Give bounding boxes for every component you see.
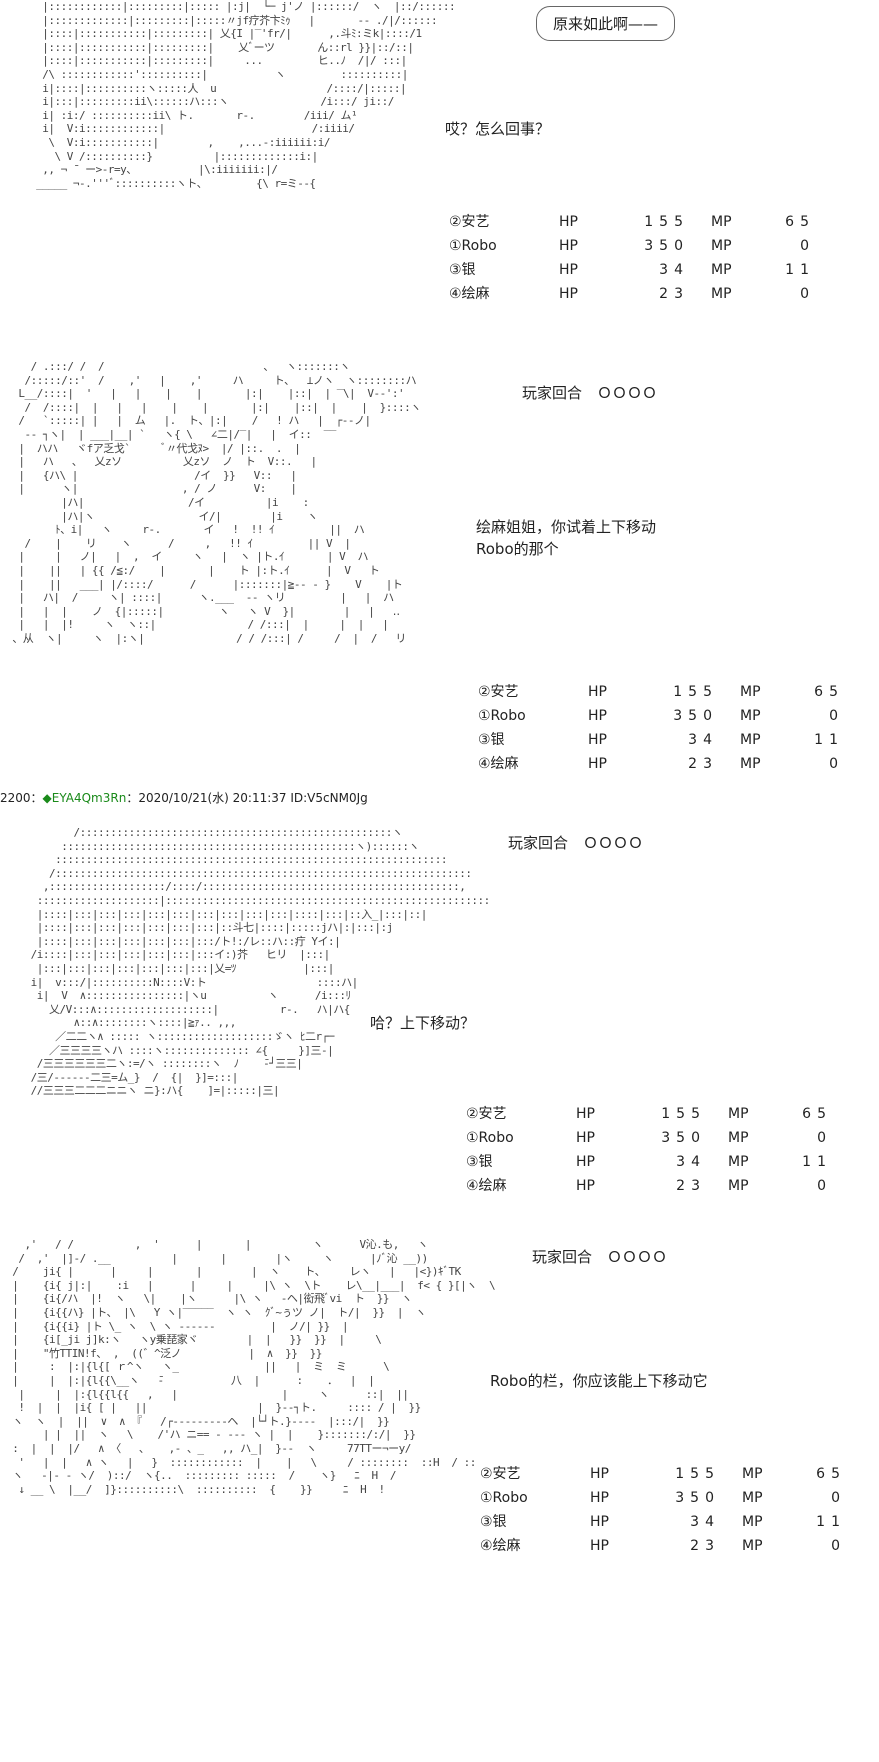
panel-3: /:::::::::::::::::::::::::::::::::::::::… — [0, 826, 879, 1196]
speech-bubble: 原来如此啊—— — [536, 6, 676, 41]
panel-4: ,' / / , ' | | ヽ V沁.も, ヽ / ,' |]-/ .__ |… — [0, 1238, 879, 1762]
dialogue-4: Robo的栏，你应该能上下移动它 — [490, 1372, 708, 1390]
post-number: 2200： — [0, 791, 43, 805]
dialogue-2: 绘麻姐姐，你试着上下移动 Robo的那个 — [476, 518, 657, 558]
turn-indicator-4: 玩家回合 ＯＯＯＯ — [532, 1248, 668, 1266]
turn-indicator-3: 玩家回合 ＯＯＯＯ — [508, 834, 644, 852]
turn-indicator-2: 玩家回合 ＯＯＯＯ — [522, 384, 658, 402]
post-header: 2200：◆EYA4Qm3Rn：2020/10/21(水) 20:11:37 I… — [0, 789, 368, 806]
ascii-art-2: / .:::/ / / 、 ヽ:::::::ヽ /:::::/::' / ,' … — [12, 360, 421, 645]
ascii-art-1: |::::::::::::|:::::::::|::::: |:j| └─ j'… — [36, 0, 456, 190]
panel-2: / .:::/ / / 、 ヽ:::::::ヽ /:::::/::' / ,' … — [0, 360, 879, 780]
panel-1: |::::::::::::|:::::::::|::::: |:j| └─ j'… — [0, 0, 879, 302]
post-date: ：2020/10/21(水) 20:11:37 ID:V5cNM0Jg — [126, 791, 368, 805]
dialogue-1: 哎？怎么回事？ — [445, 120, 551, 138]
ascii-art-4: ,' / / , ' | | ヽ V沁.も, ヽ / ,' |]-/ .__ |… — [12, 1238, 496, 1496]
dialogue-3: 哈？上下移动？ — [370, 1014, 476, 1032]
post-author[interactable]: ◆EYA4Qm3Rn — [42, 791, 127, 805]
ascii-art-3: /:::::::::::::::::::::::::::::::::::::::… — [30, 826, 491, 1098]
